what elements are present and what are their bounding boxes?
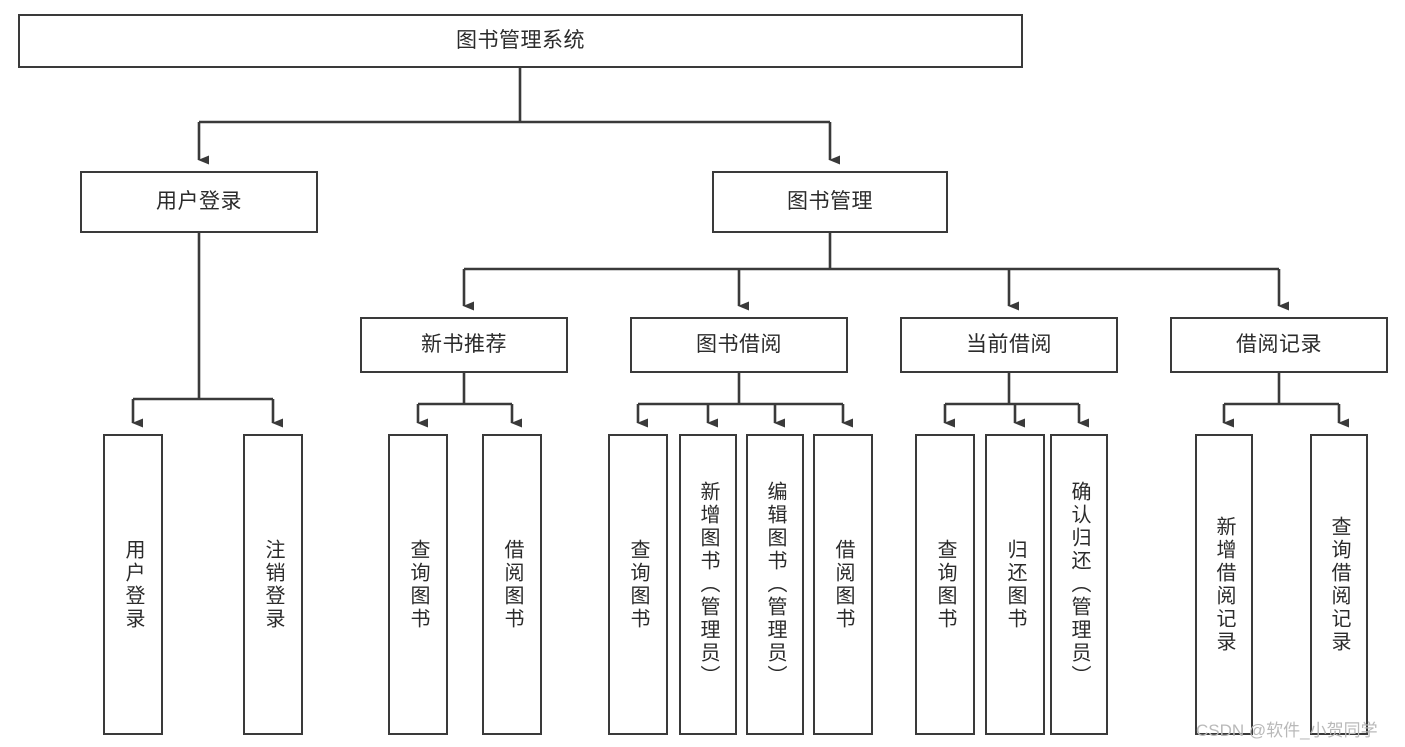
leaf-node[interactable]: 借阅图书 xyxy=(813,434,873,735)
leaf-node-label: 归还图书 xyxy=(1004,538,1026,631)
leaf-node[interactable]: 查询图书 xyxy=(388,434,448,735)
node-user-login[interactable]: 用户登录 xyxy=(80,171,318,233)
leaf-node[interactable]: 借阅图书 xyxy=(482,434,542,735)
leaf-node[interactable]: 查询图书 xyxy=(915,434,975,735)
node-current-borrow-label: 当前借阅 xyxy=(966,332,1052,356)
leaf-node-label: 查询图书 xyxy=(627,538,649,631)
leaf-node-label: 用户登录 xyxy=(122,538,144,631)
leaf-node[interactable]: 编辑图书（管理员） xyxy=(746,434,804,735)
leaf-node-label: 注销登录 xyxy=(262,538,284,631)
node-book-borrow[interactable]: 图书借阅 xyxy=(630,317,848,373)
node-current-borrow[interactable]: 当前借阅 xyxy=(900,317,1118,373)
leaf-node[interactable]: 注销登录 xyxy=(243,434,303,735)
node-new-book-recommend[interactable]: 新书推荐 xyxy=(360,317,568,373)
leaf-node[interactable]: 查询借阅记录 xyxy=(1310,434,1368,735)
leaf-node-label: 借阅图书 xyxy=(832,538,854,631)
leaf-node[interactable]: 归还图书 xyxy=(985,434,1045,735)
node-book-management[interactable]: 图书管理 xyxy=(712,171,948,233)
leaf-node[interactable]: 用户登录 xyxy=(103,434,163,735)
leaf-node-label: 查询图书 xyxy=(407,538,429,631)
leaf-node-label: 新增借阅记录 xyxy=(1213,515,1235,654)
leaf-node-label: 查询图书 xyxy=(934,538,956,631)
node-new-book-recommend-label: 新书推荐 xyxy=(421,332,507,356)
leaf-node-label: 查询借阅记录 xyxy=(1328,515,1350,654)
node-borrow-records[interactable]: 借阅记录 xyxy=(1170,317,1388,373)
node-book-management-label: 图书管理 xyxy=(787,189,873,213)
node-root-label: 图书管理系统 xyxy=(456,28,585,52)
leaf-node-label: 确认归还（管理员） xyxy=(1068,481,1090,688)
watermark-text: CSDN @软件_小贺同学 xyxy=(1196,721,1378,740)
leaf-node[interactable]: 新增图书（管理员） xyxy=(679,434,737,735)
leaf-node-label: 新增图书（管理员） xyxy=(697,481,719,688)
node-user-login-label: 用户登录 xyxy=(156,189,242,213)
leaf-node[interactable]: 新增借阅记录 xyxy=(1195,434,1253,735)
leaf-node-label: 编辑图书（管理员） xyxy=(764,481,786,688)
node-borrow-records-label: 借阅记录 xyxy=(1236,332,1322,356)
leaf-node-label: 借阅图书 xyxy=(501,538,523,631)
leaf-node[interactable]: 查询图书 xyxy=(608,434,668,735)
leaf-node[interactable]: 确认归还（管理员） xyxy=(1050,434,1108,735)
node-book-borrow-label: 图书借阅 xyxy=(696,332,782,356)
node-root[interactable]: 图书管理系统 xyxy=(18,14,1023,68)
